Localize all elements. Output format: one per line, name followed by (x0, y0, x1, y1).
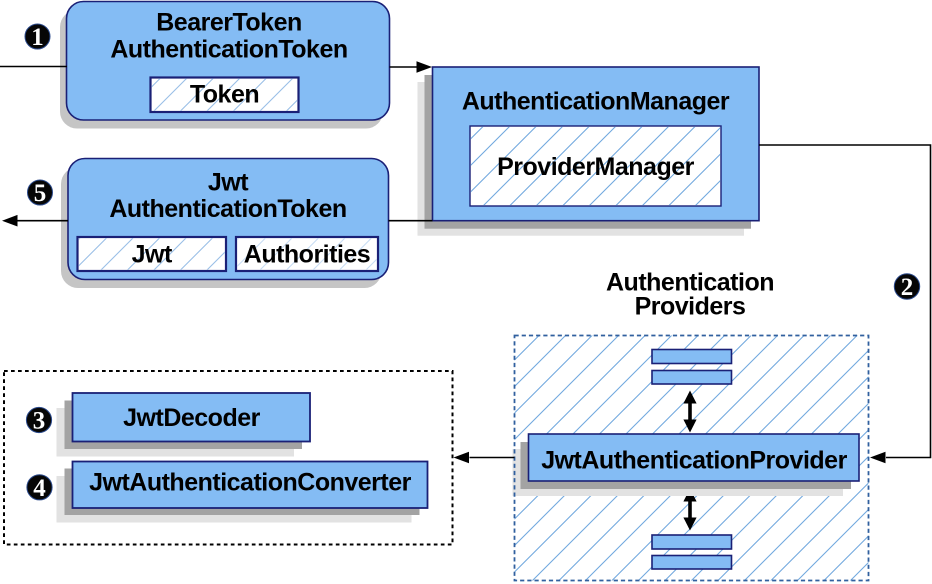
svg-text:ProviderManager: ProviderManager (497, 153, 695, 181)
svg-text:JwtAuthenticationConverter: JwtAuthenticationConverter (89, 469, 412, 497)
svg-text:2: 2 (901, 274, 914, 301)
svg-text:AuthenticationManager: AuthenticationManager (462, 88, 730, 116)
svg-text:1: 1 (31, 24, 44, 51)
svg-text:Authorities: Authorities (244, 241, 370, 269)
svg-text:JwtDecoder: JwtDecoder (123, 404, 260, 432)
svg-text:AuthenticationToken: AuthenticationToken (109, 195, 346, 223)
svg-text:Authentication: Authentication (606, 269, 774, 297)
svg-text:JwtAuthenticationProvider: JwtAuthenticationProvider (541, 446, 847, 474)
svg-text:4: 4 (33, 475, 46, 502)
svg-text:AuthenticationToken: AuthenticationToken (110, 36, 347, 64)
svg-text:BearerToken: BearerToken (156, 9, 302, 37)
svg-text:3: 3 (33, 408, 46, 435)
svg-text:Jwt: Jwt (132, 241, 173, 269)
svg-text:5: 5 (34, 180, 47, 207)
svg-text:Jwt: Jwt (208, 169, 249, 197)
svg-text:Providers: Providers (635, 293, 746, 321)
svg-text:Token: Token (190, 81, 259, 109)
